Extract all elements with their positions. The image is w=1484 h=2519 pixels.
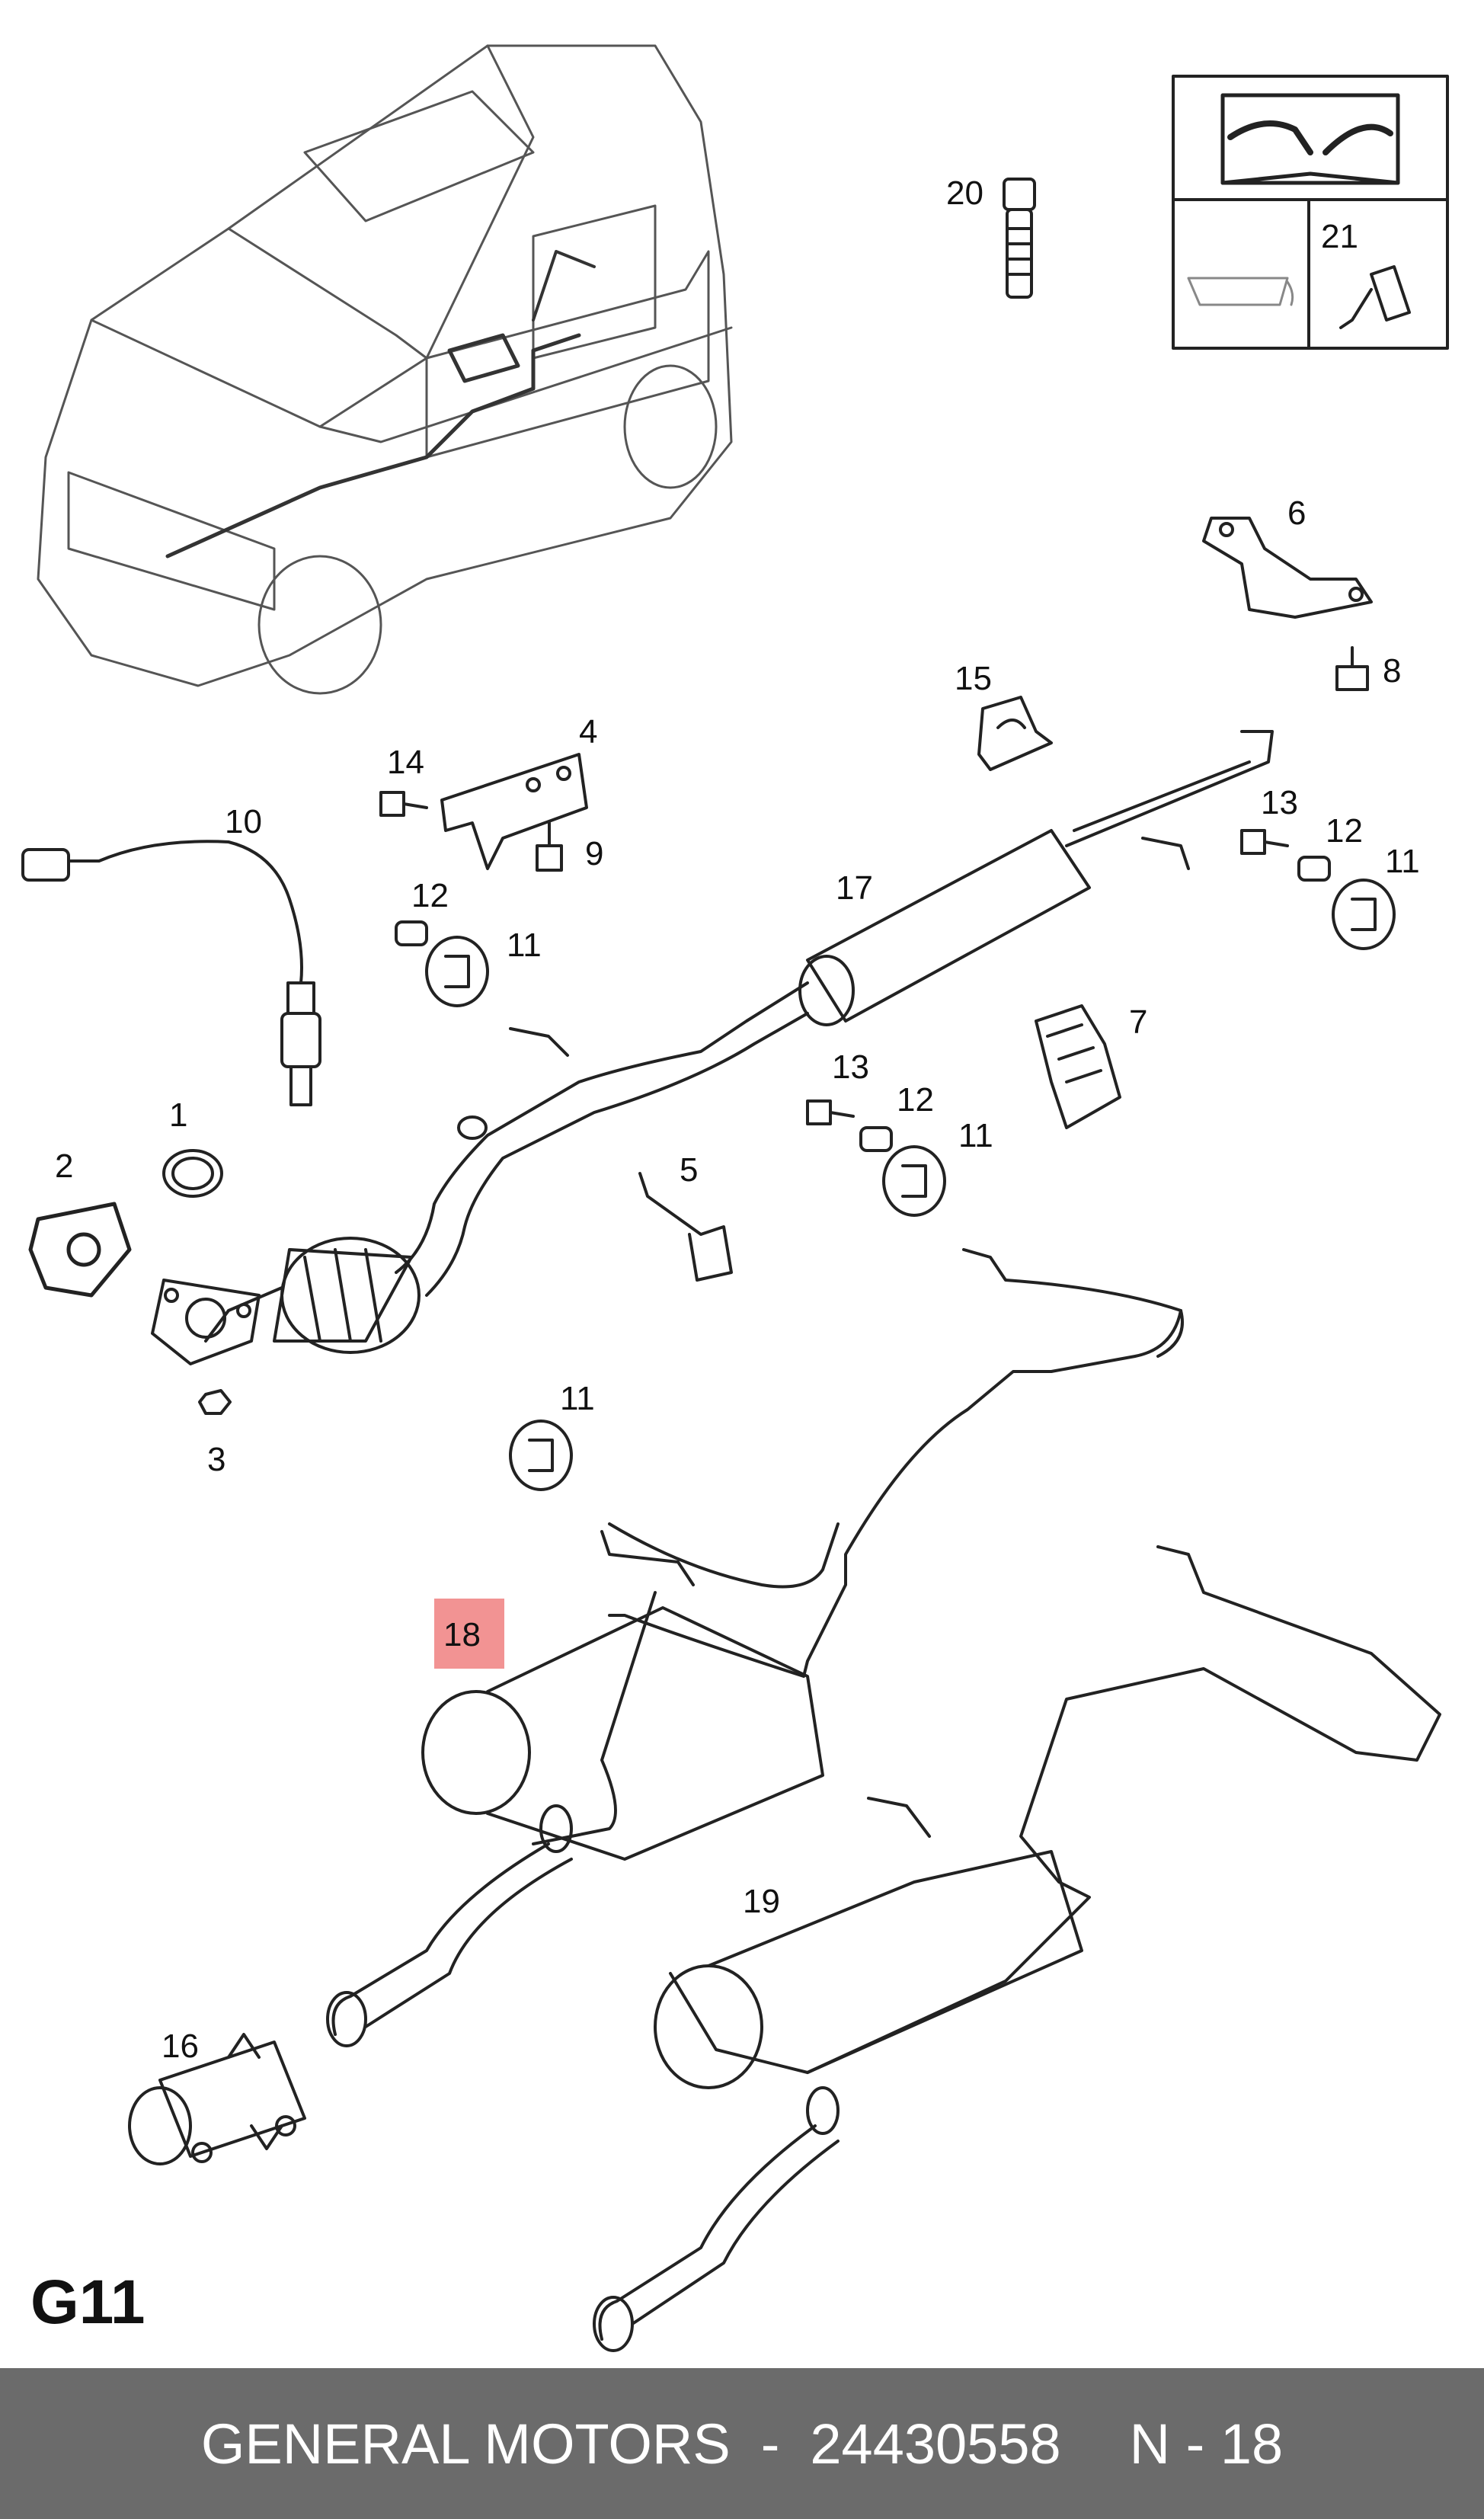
rubber-mount-part-11-middle <box>882 1145 946 1217</box>
bolt-part-8 <box>1335 646 1369 691</box>
flange-gasket-part-2 <box>28 1202 132 1298</box>
diagram-page-code: G11 <box>30 2268 146 2337</box>
clamp-part-16 <box>128 2033 306 2165</box>
callout-16: 16 <box>162 2028 199 2065</box>
callout-13-middle: 13 <box>832 1048 869 1086</box>
callout-6: 6 <box>1287 495 1306 532</box>
callout-14: 14 <box>387 744 424 781</box>
callout-11-lower: 11 <box>560 1380 595 1417</box>
footer-separator: - <box>760 2412 780 2476</box>
callout-8: 8 <box>1383 652 1401 690</box>
bracket-part-4 <box>440 753 588 870</box>
oxygen-sensor-part-10 <box>21 840 321 1106</box>
footer-part-number: 24430558 <box>810 2412 1061 2476</box>
callout-19: 19 <box>743 1883 780 1920</box>
bolt-part-14 <box>379 791 428 817</box>
callout-3: 3 <box>207 1441 225 1478</box>
heat-shield-bracket-part-7 <box>1035 1004 1121 1129</box>
callout-20: 20 <box>946 174 983 212</box>
footer-brand: GENERAL MOTORS <box>200 2412 731 2476</box>
callout-10: 10 <box>225 803 262 840</box>
callout-4: 4 <box>579 713 597 751</box>
bushing-part-12-right <box>1297 856 1331 882</box>
catalytic-converter <box>204 1237 421 1354</box>
stud-part-20 <box>1003 178 1036 299</box>
exhaust-parts-diagram: 1 2 3 4 5 6 7 8 9 10 11 11 11 11 12 12 1… <box>21 44 1449 2352</box>
manifold-flange <box>151 1279 261 1365</box>
bolt-part-9 <box>536 821 563 872</box>
bushing-part-12-middle <box>859 1126 893 1152</box>
clip-part-15 <box>977 696 1053 771</box>
callout-11-upper-left: 11 <box>507 927 542 964</box>
rear-muffler-part-19 <box>593 1545 1441 2352</box>
callout-12-middle: 12 <box>897 1081 934 1119</box>
callout-15: 15 <box>955 660 992 697</box>
callout-5: 5 <box>680 1151 698 1189</box>
service-info-box <box>1172 75 1449 350</box>
callout-9: 9 <box>585 835 603 872</box>
clip-part-5 <box>638 1172 733 1282</box>
bolt-part-13-middle <box>806 1099 855 1125</box>
nut-part-3 <box>198 1389 232 1415</box>
callout-18: 18 <box>443 1616 481 1653</box>
callout-21: 21 <box>1321 218 1358 255</box>
highlight-box-part-18 <box>434 1599 504 1669</box>
gasket-ring-part-1 <box>162 1149 223 1198</box>
front-pipe-part-17 <box>395 730 1274 1297</box>
rubber-mount-part-11-upper-left <box>425 936 489 1007</box>
footer-position: N - 18 <box>1129 2412 1284 2476</box>
bolt-part-13-right <box>1240 829 1289 855</box>
callout-2: 2 <box>55 1147 73 1185</box>
repair-manual-icon <box>1220 93 1400 185</box>
callout-13-right: 13 <box>1261 784 1298 821</box>
footer-bar: GENERAL MOTORS - 24430558 N - 18 <box>0 2368 1484 2519</box>
rubber-mount-part-11-lower <box>509 1420 573 1491</box>
callout-12-left: 12 <box>411 877 449 914</box>
callout-labels: 1 2 3 4 5 6 7 8 9 10 11 11 11 11 12 12 1… <box>55 174 1420 2065</box>
callout-11-middle: 11 <box>958 1117 993 1154</box>
callout-7: 7 <box>1129 1003 1147 1041</box>
sealant-tube-icon <box>1339 265 1411 329</box>
bushing-part-12-left <box>395 920 428 946</box>
rubber-mount-part-11-right <box>1332 879 1396 950</box>
callout-1: 1 <box>169 1096 187 1134</box>
bracket-part-6 <box>1202 517 1373 619</box>
callout-12-right: 12 <box>1326 812 1363 850</box>
fluid-tray-icon <box>1187 277 1294 306</box>
callout-11-right: 11 <box>1385 843 1420 880</box>
rear-muffler-part-18 <box>326 1248 1184 2047</box>
callout-17: 17 <box>836 869 873 907</box>
vehicle-overview-illustration <box>37 44 733 695</box>
